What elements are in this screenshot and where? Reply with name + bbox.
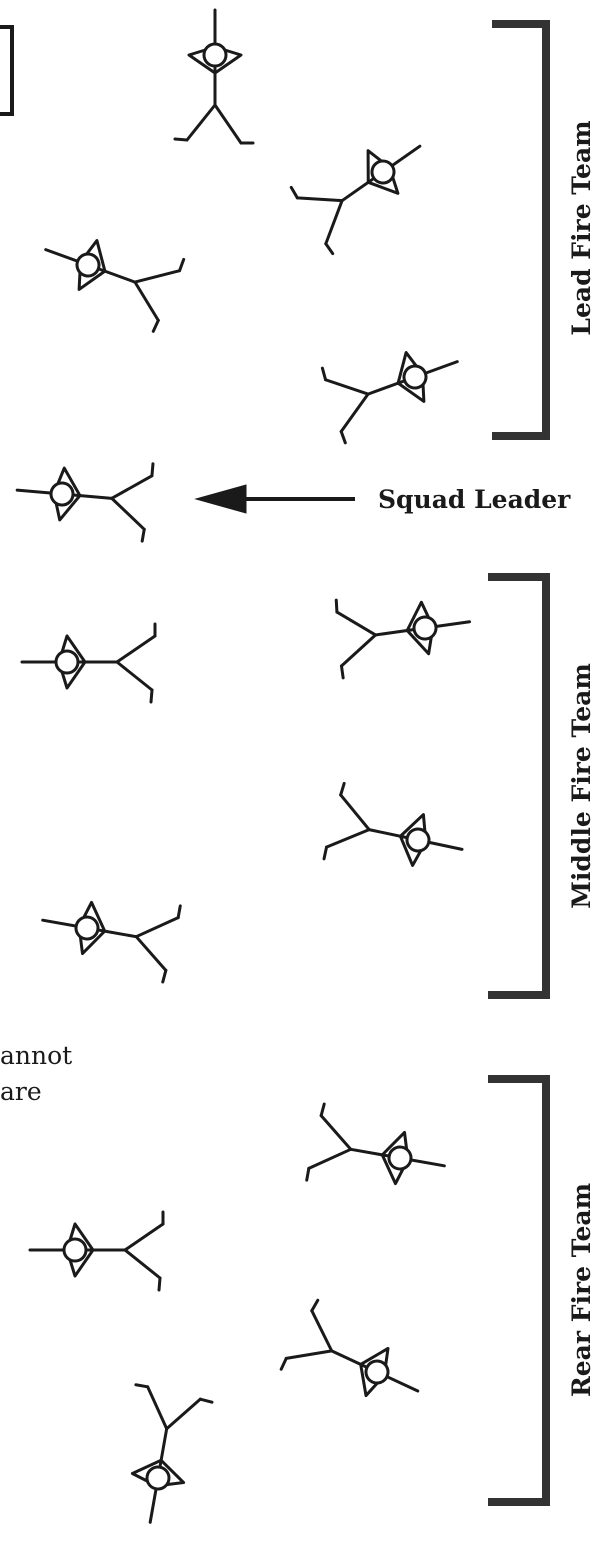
middle-fire-team-bracket: [488, 573, 550, 999]
figures-layer: [15, 8, 472, 1524]
figure-rear-2: [28, 1210, 165, 1292]
figure-lead-3: [320, 351, 459, 445]
note-line-2: are: [0, 1077, 42, 1106]
squad-leader-label: Squad Leader: [378, 485, 571, 514]
figure-middle-2: [20, 622, 157, 704]
figure-middle-1: [334, 598, 472, 680]
rear-fire-team-bracket: [488, 1075, 550, 1506]
figure-lead-2: [44, 239, 186, 333]
figure-lead-1: [289, 144, 422, 256]
figure-rear-1: [305, 1102, 446, 1186]
figure-middle-3: [322, 781, 464, 867]
rear-fire-team-label: Rear Fire Team: [567, 1183, 596, 1397]
figure-squad-leader: [15, 462, 155, 543]
figure-rear-4: [130, 1383, 214, 1524]
squad-leader-arrow: [194, 484, 355, 514]
figure-rear-3: [279, 1298, 420, 1398]
figure-point-man: [173, 8, 255, 145]
middle-fire-team-label: Middle Fire Team: [567, 663, 596, 909]
lead-fire-team-label: Lead Fire Team: [567, 120, 596, 335]
note-line-1: annot: [0, 1041, 72, 1070]
figure-middle-4: [41, 900, 182, 984]
cropped-box-edge: [0, 25, 14, 116]
lead-fire-team-bracket: [492, 20, 550, 440]
